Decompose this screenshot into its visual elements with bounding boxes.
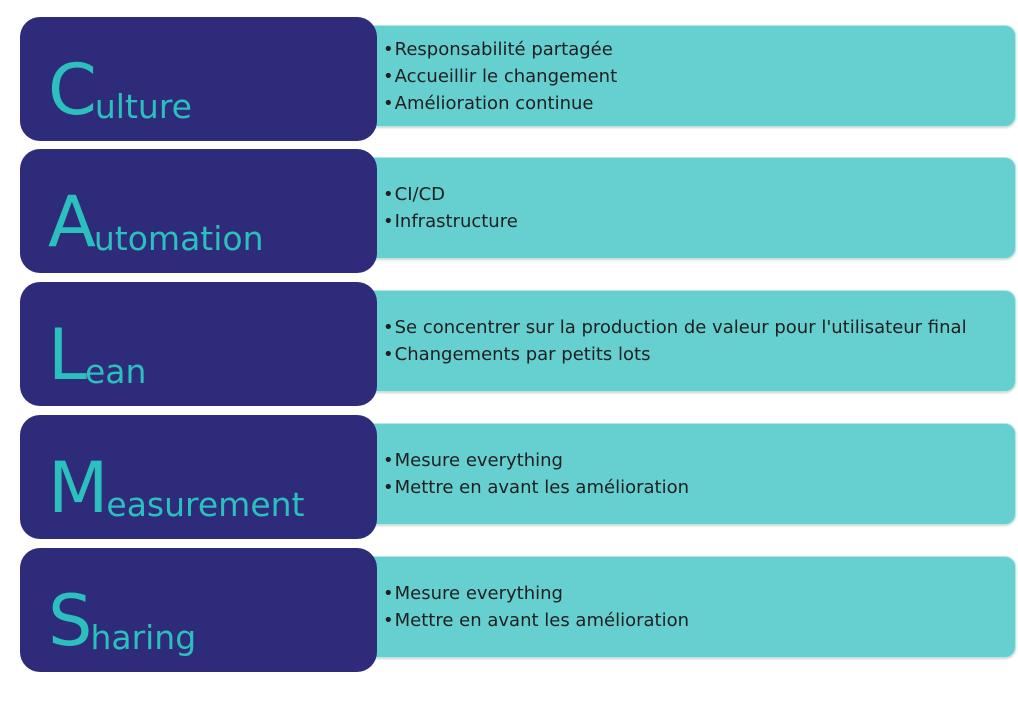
label-initial: C [48, 49, 97, 131]
label-rest: easurement [106, 485, 305, 524]
detail-item: CI/CD [383, 181, 1015, 208]
calms-row-measurement: Mesure everything Mettre en avant les am… [0, 415, 1018, 539]
detail-box-measurement: Mesure everything Mettre en avant les am… [340, 423, 1016, 525]
detail-item: Infrastructure [383, 208, 1015, 235]
detail-item: Mettre en avant les amélioration [383, 607, 1015, 634]
detail-item: Accueillir le changement [383, 63, 1015, 90]
detail-item: Mettre en avant les amélioration [383, 474, 1015, 501]
label-initial: L [48, 314, 87, 396]
detail-list-culture: Responsabilité partagée Accueillir le ch… [383, 36, 1015, 117]
detail-box-culture: Responsabilité partagée Accueillir le ch… [340, 25, 1016, 127]
detail-item: Amélioration continue [383, 90, 1015, 117]
detail-list-measurement: Mesure everything Mettre en avant les am… [383, 447, 1015, 501]
detail-box-automation: CI/CD Infrastructure [340, 157, 1016, 259]
detail-list-lean: Se concentrer sur la production de valeu… [383, 314, 1015, 368]
detail-list-automation: CI/CD Infrastructure [383, 181, 1015, 235]
label-initial: M [48, 447, 108, 529]
label-rest: ulture [94, 87, 192, 126]
detail-item: Changements par petits lots [383, 341, 1015, 368]
detail-item: Responsabilité partagée [383, 36, 1015, 63]
detail-box-lean: Se concentrer sur la production de valeu… [340, 290, 1016, 392]
label-initial: A [48, 181, 96, 263]
label-rest: haring [90, 618, 197, 657]
detail-list-sharing: Mesure everything Mettre en avant les am… [383, 580, 1015, 634]
calms-row-lean: Se concentrer sur la production de valeu… [0, 282, 1018, 406]
label-rest: utomation [93, 219, 264, 258]
calms-row-sharing: Mesure everything Mettre en avant les am… [0, 548, 1018, 672]
calms-row-culture: Responsabilité partagée Accueillir le ch… [0, 17, 1018, 141]
detail-box-sharing: Mesure everything Mettre en avant les am… [340, 556, 1016, 658]
detail-item: Se concentrer sur la production de valeu… [383, 314, 1015, 341]
detail-item: Mesure everything [383, 447, 1015, 474]
detail-item: Mesure everything [383, 580, 1015, 607]
label-rest: ean [85, 352, 147, 391]
label-initial: S [48, 580, 92, 662]
